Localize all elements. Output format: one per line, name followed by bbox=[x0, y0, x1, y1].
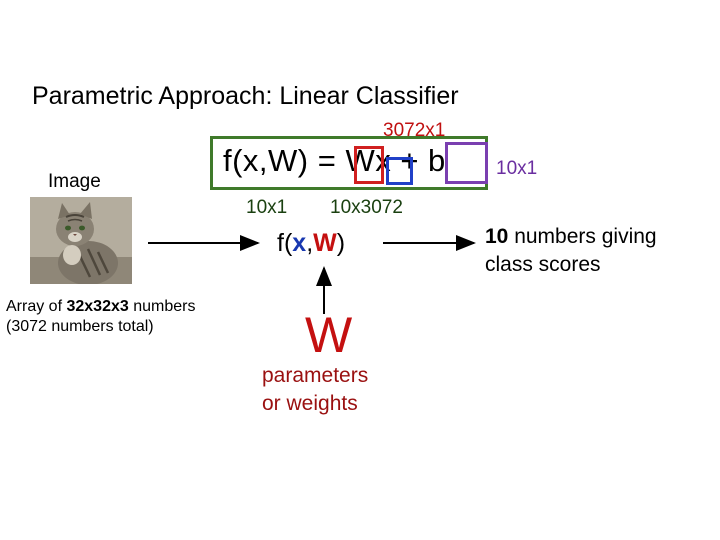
output-description-line-1: 10 numbers giving bbox=[485, 225, 657, 248]
weights-symbol: W bbox=[305, 307, 353, 363]
array-description-line-2: (3072 numbers total) bbox=[6, 318, 154, 335]
formula-text: f(x,W) = Wx + b bbox=[223, 143, 446, 178]
slide-title: Parametric Approach: Linear Classifier bbox=[32, 82, 459, 110]
cat-photo-icon bbox=[30, 197, 132, 284]
x-dimension-label: 3072x1 bbox=[383, 120, 446, 141]
weights-caption-line-1: parameters bbox=[262, 364, 369, 387]
weights-caption-line-2: or weights bbox=[262, 392, 358, 415]
w-dimension-label: 10x3072 bbox=[330, 197, 403, 218]
array-description: Array of 32x32x3 numbers (3072 numbers t… bbox=[6, 297, 195, 337]
image-label: Image bbox=[48, 171, 101, 192]
cat-image bbox=[30, 197, 132, 284]
b-dimension-label: 10x1 bbox=[496, 158, 538, 179]
b-highlight-box bbox=[445, 142, 488, 184]
weights-caption: parameters or weights bbox=[262, 362, 368, 418]
array-description-line-1: Array of 32x32x3 numbers bbox=[6, 298, 196, 315]
function-x: x bbox=[292, 229, 307, 257]
output-description: 10 numbers giving class scores bbox=[485, 223, 657, 279]
w-highlight-box bbox=[354, 146, 384, 184]
x-highlight-box bbox=[386, 157, 413, 185]
output-description-line-2: class scores bbox=[485, 253, 601, 276]
output-dimension-label: 10x1 bbox=[246, 197, 288, 218]
function-w: W bbox=[313, 229, 337, 257]
function-label: f(x,W) bbox=[277, 229, 346, 257]
